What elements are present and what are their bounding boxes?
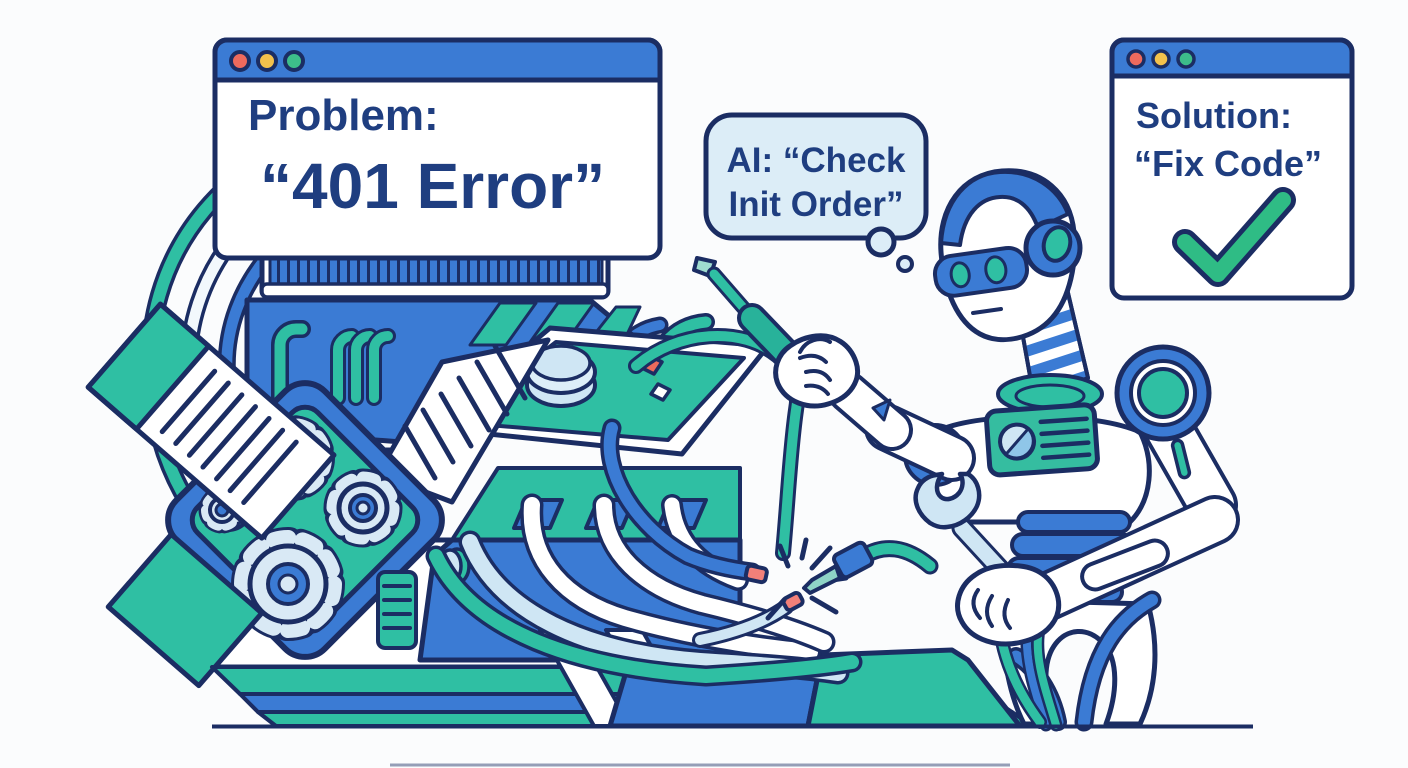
title-bar [1109,37,1355,79]
close-icon [1126,49,1146,69]
minimize-icon [256,50,278,72]
helmet [939,169,1070,247]
eye-right [984,255,1008,285]
left-arm [827,371,976,482]
problem-label: Problem: [248,91,439,140]
gear-right [323,468,403,548]
thought-bubble: AI: “Check Init Order” [703,112,929,273]
bubble-text-line1: AI: “Check [727,141,906,180]
gear-bottom [231,527,345,641]
problem-window: Problem: “401 Error” [212,37,663,261]
maximize-icon [1176,49,1196,69]
wire-tip-upper [743,563,769,585]
chest-panel [984,402,1100,478]
bubble-text-line2: Init Order” [728,185,903,224]
minimize-icon [1151,49,1171,69]
right-forearm [1015,495,1240,625]
robot-mechanic-icon [692,168,1240,732]
bubble-trail-2 [896,255,914,273]
white-connector [649,382,672,402]
close-icon [229,50,251,72]
valve-cover-left-end [105,531,265,689]
valve-cover-left [85,301,337,541]
eye-left [949,261,971,289]
right-hand [955,562,1062,647]
welding-torch-icon [802,540,939,595]
vent-panel [376,570,418,650]
maximize-icon [283,50,305,72]
solution-label: Solution: [1136,95,1292,136]
mouth [971,307,1003,315]
title-bar [212,37,663,83]
bubble-trail-1 [865,226,897,258]
oil-cap [525,344,597,408]
base-platform [210,628,1034,729]
visor [932,245,1029,298]
problem-value: “401 Error” [260,150,605,222]
checkmark-icon [1172,187,1296,287]
solution-value: “Fix Code” [1134,143,1322,184]
ramp-teal [805,647,1023,729]
robot-head [932,168,1083,343]
hose-bundle [425,418,863,687]
right-shoulder [1114,344,1212,480]
solution-window: Solution: “Fix Code” [1109,37,1355,301]
wire-tip-lower [781,590,805,613]
